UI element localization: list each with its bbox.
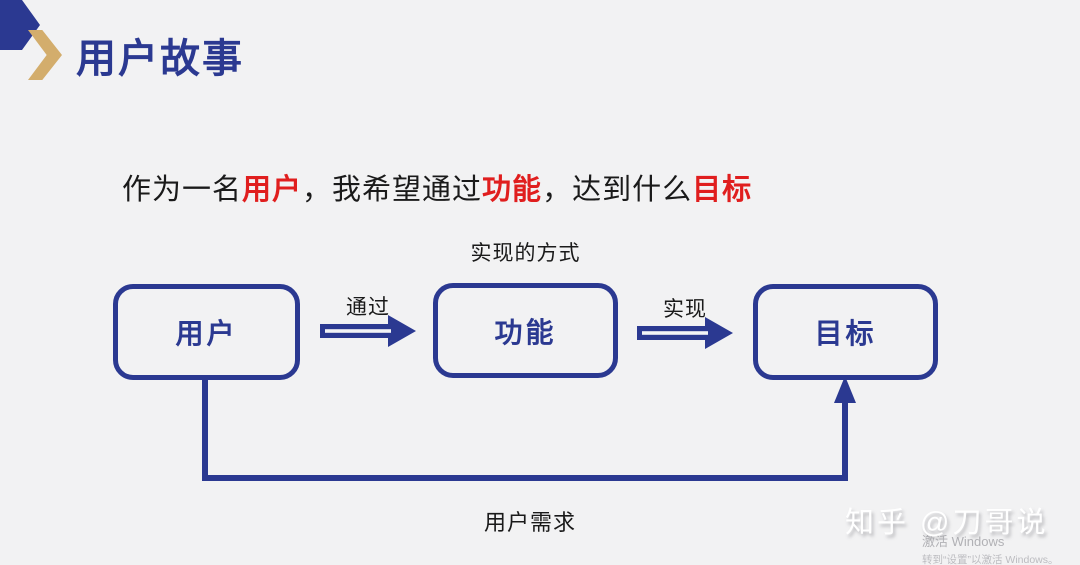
windows-activation-line2: 转到“设置”以激活 Windows。 (922, 554, 1059, 565)
arrow-label-shixian: 实现 (663, 298, 707, 321)
loop-label: 用户需求 (483, 510, 576, 535)
block-arrow-icon (637, 317, 733, 349)
arrow-label-tongguo: 通过 (346, 296, 390, 319)
sentence-part: ，达到什么 (542, 174, 693, 206)
block-arrow-icon (320, 315, 416, 347)
node-label: 用户 (175, 318, 238, 349)
sentence-highlight-goal: 目标 (692, 174, 753, 206)
diagram-node-goal: 目标 (753, 284, 938, 380)
node-label: 功能 (494, 316, 557, 348)
user-story-sentence: 作为一名用户，我希望通过功能，达到什么目标 (122, 166, 752, 208)
sentence-part: 作为一名 (122, 174, 243, 206)
sentence-highlight-feature: 功能 (482, 174, 543, 206)
sentence-part: ，我希望通过 (302, 174, 483, 206)
diagram-node-feature: 功能 (433, 283, 618, 378)
diagram-node-user: 用户 (113, 284, 300, 380)
header-chevron-icon (28, 30, 62, 80)
windows-activation-line1: 激活 Windows (922, 534, 1005, 549)
feature-caption-label: 实现的方式 (470, 242, 581, 265)
header-arrow-icon (0, 0, 40, 50)
node-label: 目标 (814, 318, 877, 349)
page-title: 用户故事 (76, 37, 244, 81)
windows-activation-watermark: 激活 Windows 转到“设置”以激活 Windows。 (922, 531, 1059, 565)
sentence-highlight-user: 用户 (242, 174, 303, 206)
zhihu-watermark: 知乎 @刀哥说 (845, 507, 1049, 539)
